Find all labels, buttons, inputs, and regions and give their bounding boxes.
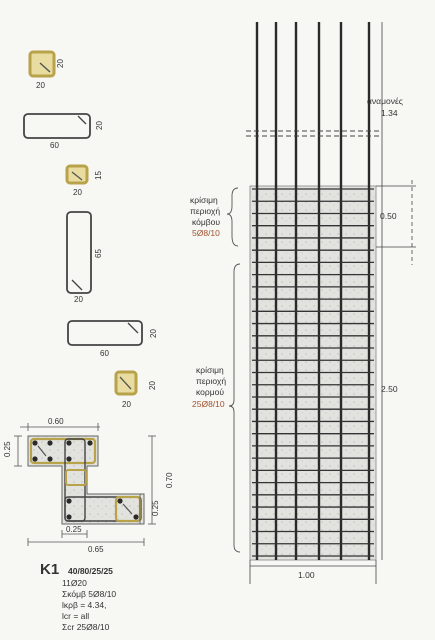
column-cross-section: 0.60 0.25 0.70 0.25 0.25 0.65 K1 40/80/2… (3, 417, 174, 632)
stirrup-1-height: 20 (56, 59, 65, 68)
stirrup-5-width: 60 (100, 349, 109, 358)
section-line-5: Σcr 25Ø8/10 (62, 622, 110, 632)
section-rebars (32, 440, 139, 520)
section-line-3: lκρβ = 4.34, (62, 600, 106, 610)
section-line-4: lcr = all (62, 611, 89, 621)
stirrup-4-height: 65 (94, 249, 103, 258)
body-dim: 2.50 (381, 384, 398, 394)
stirrup-3-width: 20 (73, 188, 82, 197)
stirrup-small-3: 20 15 (65, 164, 103, 197)
dim-top: 0.60 (48, 417, 64, 426)
stirrup-square-6: 20 20 (114, 370, 157, 409)
stirrup-6-height: 20 (148, 381, 157, 390)
stirrup-shapes: 20 20 60 20 20 15 20 65 60 20 (23, 50, 158, 409)
node-spec: 5Ø8/10 (192, 228, 220, 238)
stirrup-2-height: 20 (95, 121, 104, 130)
stirrup-3-height: 15 (94, 171, 103, 180)
node-line-3: κόμβου (192, 217, 220, 227)
lap-label: αναμονές (367, 96, 403, 106)
stirrup-2-width: 60 (50, 141, 59, 150)
width-dimension (249, 560, 377, 584)
node-line-2: περιοχή (190, 206, 220, 216)
stirrup-5-height: 20 (149, 329, 158, 338)
dim-bottom-small: 0.25 (66, 525, 82, 534)
stirrup-6-width: 20 (122, 400, 131, 409)
node-line-1: κρίσιμη (190, 195, 218, 205)
lap-value: 1.34 (381, 108, 398, 118)
body-line-1: κρίσιμη (196, 365, 224, 375)
elevation-braces (226, 187, 241, 553)
body-spec: 25Ø8/10 (192, 399, 225, 409)
section-size: 40/80/25/25 (68, 566, 113, 576)
stirrup-1-width: 20 (36, 81, 45, 90)
node-dim: 0.50 (380, 211, 397, 221)
body-line-3: κορμού (196, 387, 224, 397)
stirrup-tall-4: 20 65 (66, 211, 103, 304)
body-line-2: περιοχή (196, 376, 226, 386)
stirrup-rect-2: 60 20 (23, 113, 104, 150)
stirrup-rect-5: 60 20 (67, 320, 158, 358)
dim-right: 0.70 (165, 472, 174, 488)
elevation-dimension-lines (376, 22, 416, 560)
dim-right-small: 0.25 (151, 500, 160, 516)
section-dimension-lines (14, 423, 156, 546)
section-line-2: Σκόμβ 5Ø8/10 (62, 589, 116, 599)
section-line-1: 11Ø20 (62, 578, 87, 588)
stirrup-lines (252, 188, 374, 557)
width-dim: 1.00 (298, 570, 315, 580)
section-title: K1 (40, 561, 59, 578)
stirrup-4-width: 20 (74, 295, 83, 304)
dim-bottom: 0.65 (88, 545, 104, 554)
column-elevation (246, 22, 380, 561)
stirrup-square-1: 20 20 (28, 50, 65, 90)
dim-left: 0.25 (3, 441, 12, 457)
